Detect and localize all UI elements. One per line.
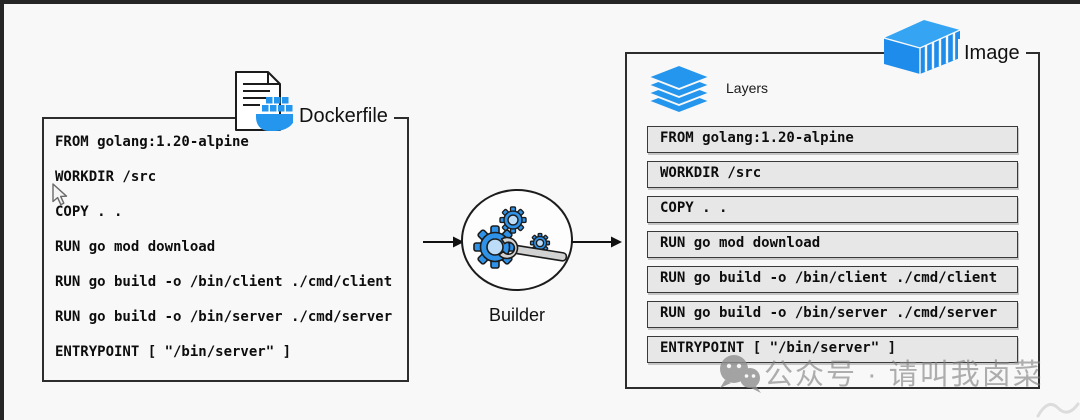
image-label: Image — [958, 39, 1026, 67]
image-layer-row: ENTRYPOINT [ "/bin/server" ] — [647, 336, 1018, 363]
arrow-dockerfile-to-builder — [423, 236, 464, 248]
builder-label: Builder — [488, 305, 546, 325]
mouse-pointer-icon — [52, 183, 68, 206]
dockerfile-line: RUN go build -o /bin/server ./cmd/server — [55, 309, 393, 325]
watermark-text: 公众号 · 请叫我卤菜 — [764, 359, 1044, 391]
container-icon — [883, 20, 961, 74]
dockerfile-box — [42, 117, 409, 382]
image-layer-row: WORKDIR /src — [647, 161, 1018, 188]
dockerfile-document-icon — [235, 71, 305, 131]
builder-icon — [461, 188, 573, 292]
layers-icon — [647, 64, 711, 114]
dockerfile-line: COPY . . — [55, 204, 123, 220]
image-layer-row: FROM golang:1.20-alpine — [647, 126, 1018, 153]
image-layer-row: COPY . . — [647, 196, 1018, 223]
gear-icon — [499, 206, 527, 234]
dockerfile-line: WORKDIR /src — [55, 169, 157, 185]
window-frame-left — [0, 0, 4, 420]
image-box — [625, 52, 1040, 389]
image-layer-row: RUN go mod download — [647, 231, 1018, 258]
dockerfile-label: Dockerfile — [293, 102, 394, 130]
image-layer-row: RUN go build -o /bin/server ./cmd/server — [647, 301, 1018, 328]
gear-icon — [473, 225, 517, 269]
wechat-icon — [720, 355, 761, 393]
corner-scribble — [1036, 402, 1080, 418]
arrow-builder-to-image — [571, 236, 622, 248]
dockerfile-line: ENTRYPOINT [ "/bin/server" ] — [55, 344, 292, 360]
dockerfile-code: FROM golang:1.20-alpine WORKDIR /src COP… — [55, 125, 400, 370]
docker-whale-icon — [256, 97, 305, 131]
dockerfile-line: FROM golang:1.20-alpine — [55, 134, 249, 150]
window-frame-top — [0, 0, 1080, 4]
layers-label: Layers — [726, 80, 769, 96]
dockerfile-line: RUN go build -o /bin/client ./cmd/client — [55, 274, 393, 290]
wrench-icon — [498, 236, 568, 262]
image-layer-row: RUN go build -o /bin/client ./cmd/client — [647, 266, 1018, 293]
dockerfile-line: RUN go mod download — [55, 239, 216, 255]
